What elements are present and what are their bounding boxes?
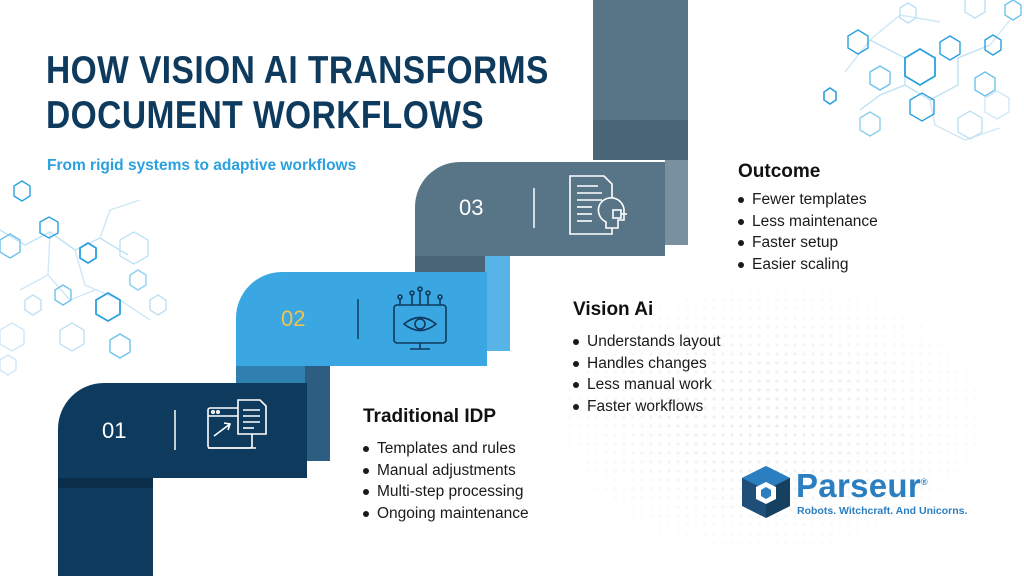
vision-ai-item: Handles changes — [573, 353, 721, 375]
traditional-idp-item: Manual adjustments — [363, 460, 529, 482]
step-band-01 — [58, 383, 307, 478]
vision-ai-item: Understands layout — [573, 331, 721, 353]
outcome-item: Faster setup — [738, 232, 878, 254]
staircase-bottom-riser — [58, 478, 153, 576]
parseur-cube-icon — [742, 466, 790, 518]
vision-ai-title: Vision Ai — [573, 299, 654, 320]
traditional-idp-item: Multi-step processing — [363, 481, 529, 503]
outcome-item: Easier scaling — [738, 254, 878, 276]
brand-name: Parseur® — [796, 467, 928, 505]
brand-tagline: Robots. Witchcraft. And Unicorns. — [797, 505, 968, 517]
outcome-list: Fewer templates Less maintenance Faster … — [738, 189, 878, 275]
eye-monitor-icon — [393, 286, 447, 350]
vision-ai-section: Vision Ai Understands layout Handles cha… — [573, 299, 721, 417]
molecule-cluster-top-right — [823, 0, 1022, 141]
vision-ai-item: Less manual work — [573, 374, 721, 396]
outcome-item: Fewer templates — [738, 189, 878, 211]
traditional-idp-list: Templates and rules Manual adjustments M… — [363, 438, 529, 524]
page-subtitle: From rigid systems to adaptive workflows — [47, 157, 357, 174]
page-title-line-1: HOW VISION AI TRANSFORMS — [46, 49, 549, 92]
outcome-section: Outcome Fewer templates Less maintenance… — [738, 161, 878, 275]
step-number-03: 03 — [459, 195, 484, 220]
staircase-bottom-shadow — [58, 478, 153, 488]
staircase-top-riser — [593, 0, 688, 120]
staircase-fold-2 — [485, 256, 510, 351]
staircase-fold-3 — [665, 160, 688, 245]
traditional-idp-title: Traditional IDP — [363, 406, 497, 427]
brand-name-text: Parseur — [796, 467, 922, 504]
traditional-idp-item: Ongoing maintenance — [363, 503, 529, 525]
step-number-01: 01 — [102, 418, 127, 443]
vision-ai-list: Understands layout Handles changes Less … — [573, 331, 721, 417]
dot-pattern — [520, 260, 1024, 576]
outcome-item: Less maintenance — [738, 211, 878, 233]
staircase-fold-1 — [305, 366, 330, 461]
traditional-idp-item: Templates and rules — [363, 438, 529, 460]
vision-ai-item: Faster workflows — [573, 396, 721, 418]
brand-logo: Parseur® — [796, 467, 928, 505]
traditional-idp-section: Traditional IDP Templates and rules Manu… — [363, 406, 529, 524]
molecule-cluster-left — [0, 180, 167, 376]
document-tech-icon — [569, 175, 627, 235]
outcome-title: Outcome — [738, 161, 821, 182]
step-number-02: 02 — [281, 306, 306, 331]
page-title-line-2: DOCUMENT WORKFLOWS — [46, 94, 485, 137]
staircase-top-riser-shadow — [593, 120, 688, 160]
brand-registered-mark: ® — [921, 477, 928, 487]
step-band-02 — [236, 272, 487, 366]
page-title: HOW VISION AI TRANSFORMS DOCUMENT WORKFL… — [46, 48, 549, 138]
step-band-03 — [415, 162, 665, 256]
document-transfer-icon — [207, 399, 267, 449]
